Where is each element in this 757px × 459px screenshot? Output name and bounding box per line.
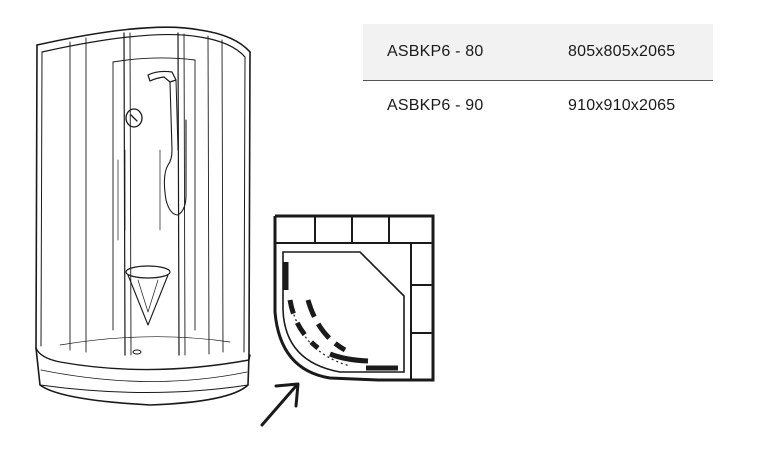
spec-row: ASBKP6 - 80 805x805x2065 (363, 24, 713, 81)
dimensions: 910x910x2065 (568, 97, 676, 114)
dimensions: 805x805x2065 (568, 43, 676, 60)
model-name: ASBKP6 - 90 (387, 97, 484, 114)
model-name: ASBKP6 - 80 (387, 43, 484, 60)
arrow-icon (260, 382, 300, 427)
spec-row: ASBKP6 - 90 910x910x2065 (363, 81, 713, 129)
spec-table: ASBKP6 - 80 805x805x2065 ASBKP6 - 90 910… (363, 24, 713, 129)
